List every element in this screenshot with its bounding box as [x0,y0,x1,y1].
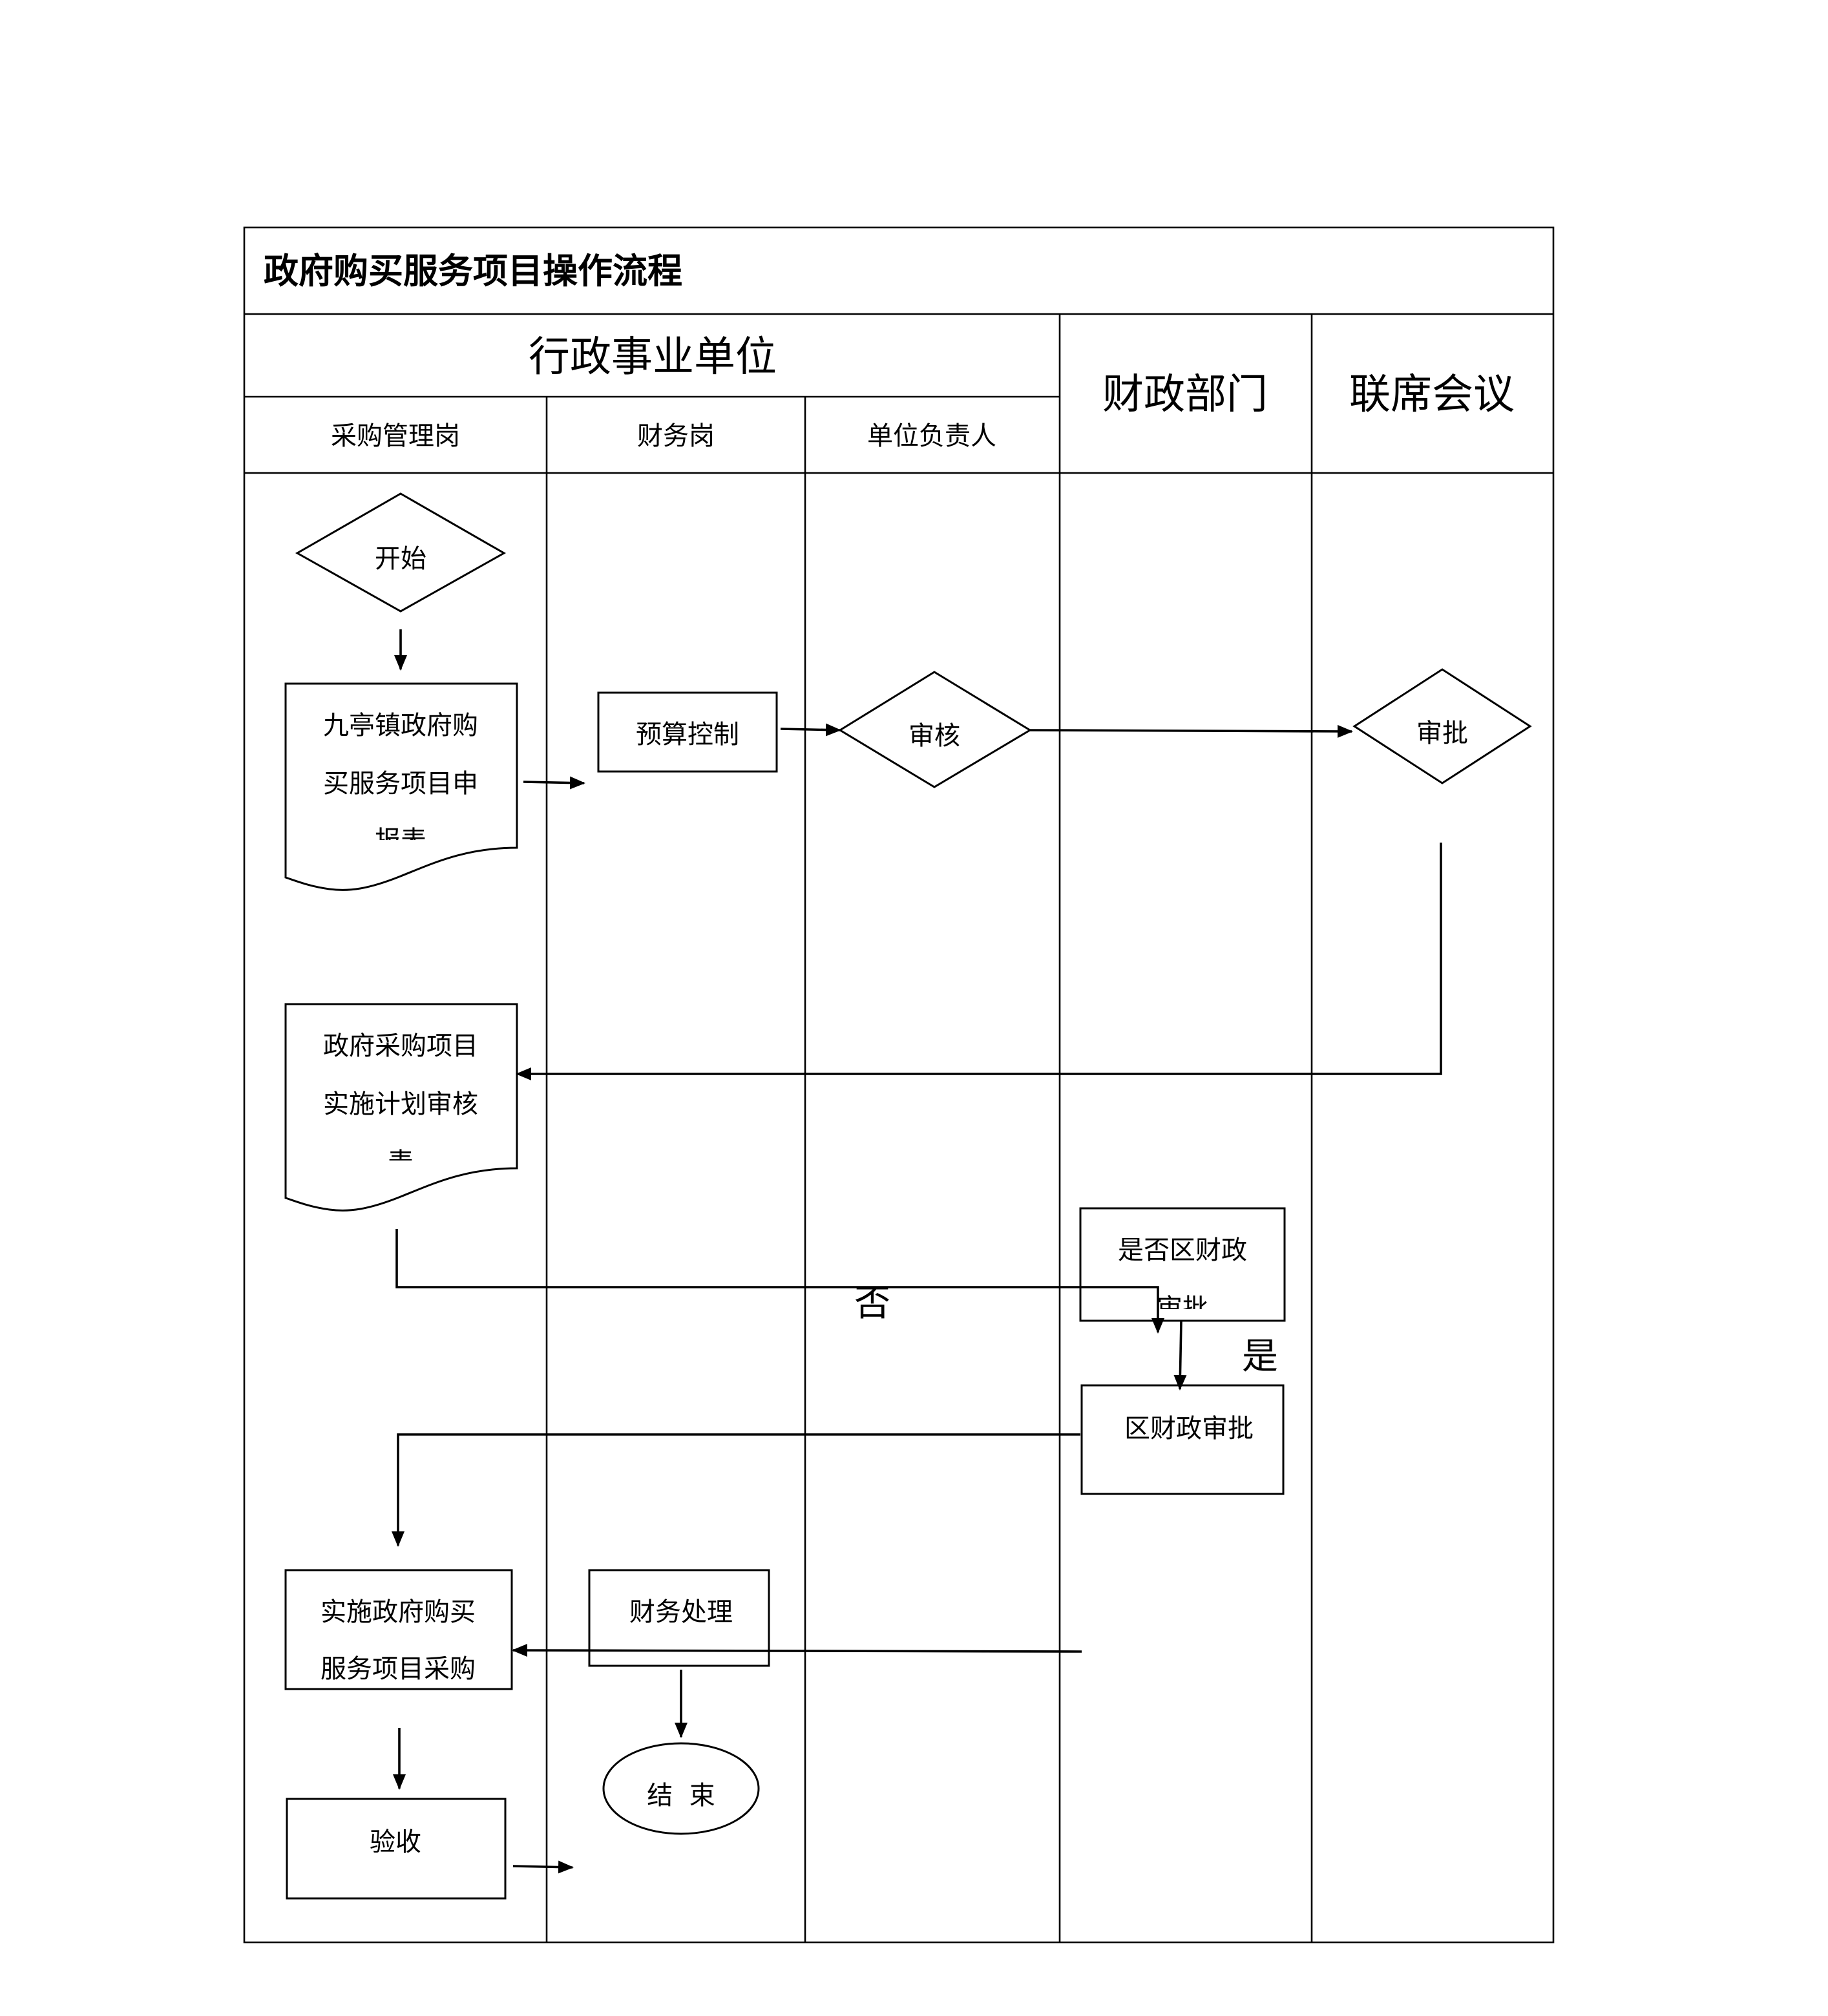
implement-purchase-line-1: 实施政府购买 [320,1597,476,1627]
swimlane-table [243,226,1555,1944]
arrow-district-to-purchase [392,1433,1080,1547]
implementation-plan-line-2: 实施计划审核 [323,1089,478,1119]
lane-header-procurement: 采购管理岗 [331,421,460,451]
acceptance-node: 验收 [286,1798,507,1900]
lane-header-joint-meeting: 联席会议 [1349,371,1515,419]
budget-control-label: 预算控制 [636,720,739,750]
lane-group-admin-unit: 行政事业单位 [529,333,777,381]
implement-purchase-line-2: 服务项目采购 [320,1654,476,1684]
finance-processing-label: 财务处理 [629,1597,733,1627]
application-form-node: 九亭镇政府购 买服务项目申 报表 [284,682,518,891]
arrow-check-to-district [1173,1320,1187,1391]
review-node: 审核 [838,671,1032,788]
arrow-application-to-budget [523,776,585,790]
lane-header-finance: 财务岗 [637,421,715,451]
page-title: 政府购买服务项目操作流程 [264,251,682,291]
lane-header-unit-head: 单位负责人 [867,421,996,451]
arrow-review-to-approve [1029,724,1353,738]
implementation-plan-node: 政府采购项目 实施计划审核 表 [284,1003,518,1212]
edge-label-yes: 是 [1242,1336,1278,1378]
application-form-line-3: 报表 [375,826,426,856]
start-node: 开始 [295,492,507,613]
district-check-line-1: 是否区财政 [1118,1235,1247,1265]
start-label: 开始 [375,544,426,574]
approve-label: 审批 [1416,719,1468,748]
application-form-line-2: 买服务项目申 [323,769,478,799]
acceptance-label: 验收 [370,1827,421,1857]
end-label: 结 束 [647,1781,715,1811]
district-check-line-2: 审批 [1157,1294,1208,1323]
budget-control-node: 预算控制 [597,691,778,773]
arrow-plan-to-check [395,1229,1164,1334]
district-approval-label: 区财政审批 [1124,1414,1254,1444]
lane-header-finance-dept: 财政部门 [1102,371,1268,419]
implementation-plan-line-1: 政府采购项目 [323,1031,478,1061]
arrow-district-to-purchase-return [512,1644,1082,1657]
district-check-node: 是否区财政 审批 [1079,1207,1286,1323]
district-approval-node: 区财政审批 [1080,1384,1285,1495]
implement-purchase-node: 实施政府购买 服务项目采购 [284,1569,513,1690]
arrow-budget-to-review [780,723,841,737]
arrow-approve-to-plan [516,843,1442,1080]
arrow-acceptance-to-finance [512,1860,574,1874]
end-node: 结 束 [602,1742,760,1835]
approve-node: 审批 [1352,668,1532,784]
edge-label-no: 否 [854,1283,890,1325]
application-form-line-1: 九亭镇政府购 [323,711,478,740]
implementation-plan-line-3: 表 [388,1148,414,1177]
review-label: 审核 [909,721,960,751]
